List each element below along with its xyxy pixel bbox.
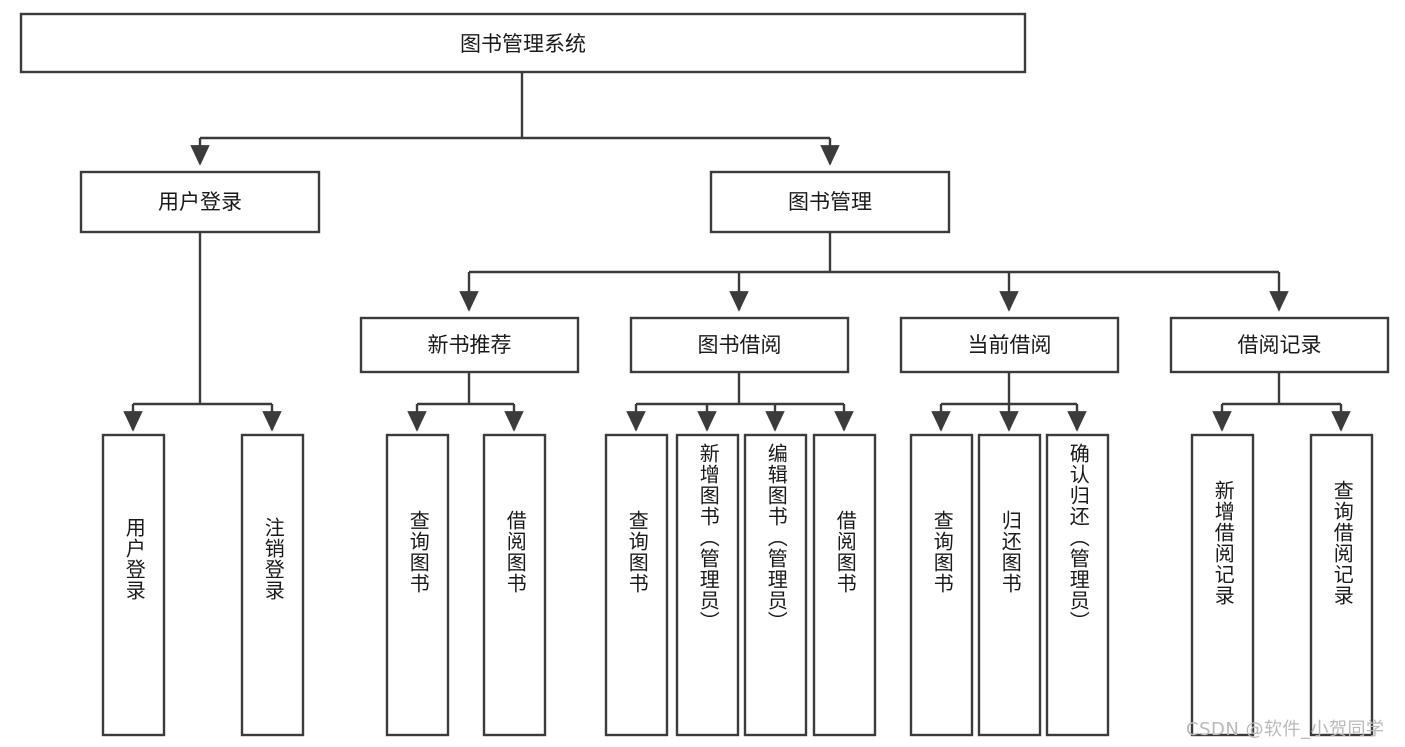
node-leaf-query-book-2[interactable] bbox=[604, 433, 669, 737]
node-leaf-query-book-1[interactable] bbox=[385, 433, 450, 737]
node-borrow-record[interactable]: 借阅记录 bbox=[1169, 316, 1390, 374]
node-current-borrow-label: 当前借阅 bbox=[968, 333, 1052, 357]
node-root[interactable]: 图书管理系统 bbox=[19, 12, 1027, 74]
node-new-book-rec-label: 新书推荐 bbox=[428, 333, 512, 357]
edge-newbookrec-to-leaves bbox=[407, 372, 524, 432]
node-leaf-query-record[interactable] bbox=[1309, 433, 1374, 737]
edge-userlogin-to-leaves bbox=[123, 232, 282, 432]
node-leaf-edit-book[interactable] bbox=[743, 433, 808, 737]
node-leaf-return-book[interactable] bbox=[977, 433, 1042, 737]
edge-root-to-level1 bbox=[190, 72, 840, 166]
edge-currentborrow-to-leaves bbox=[931, 372, 1087, 432]
node-user-login-label: 用户登录 bbox=[158, 190, 242, 214]
node-book-borrow[interactable]: 图书借阅 bbox=[629, 316, 850, 374]
edge-bookmanage-to-level2 bbox=[459, 232, 1289, 312]
node-leaf-query-book-3[interactable] bbox=[909, 433, 974, 737]
node-leaf-user-login[interactable] bbox=[101, 433, 166, 737]
node-leaf-add-book[interactable] bbox=[675, 433, 740, 737]
node-new-book-rec[interactable]: 新书推荐 bbox=[359, 316, 580, 374]
node-root-label: 图书管理系统 bbox=[460, 32, 586, 56]
node-current-borrow[interactable]: 当前借阅 bbox=[899, 316, 1120, 374]
node-borrow-record-label: 借阅记录 bbox=[1238, 333, 1322, 357]
node-leaf-confirm-return[interactable] bbox=[1045, 433, 1110, 737]
node-book-manage-label: 图书管理 bbox=[788, 190, 872, 214]
node-leaf-user-logout[interactable] bbox=[240, 433, 305, 737]
node-user-login[interactable]: 用户登录 bbox=[79, 170, 321, 234]
csdn-watermark: CSDN @软件_小贺同学 bbox=[1186, 719, 1385, 740]
edge-bookborrow-to-leaves bbox=[626, 372, 854, 432]
node-leaf-borrow-book-1[interactable] bbox=[482, 433, 547, 737]
node-leaf-borrow-book-2[interactable] bbox=[812, 433, 877, 737]
node-book-borrow-label: 图书借阅 bbox=[698, 333, 782, 357]
node-leaf-add-record[interactable] bbox=[1190, 433, 1255, 737]
edge-borrowrecord-to-leaves bbox=[1212, 372, 1351, 432]
node-book-manage[interactable]: 图书管理 bbox=[709, 170, 951, 234]
